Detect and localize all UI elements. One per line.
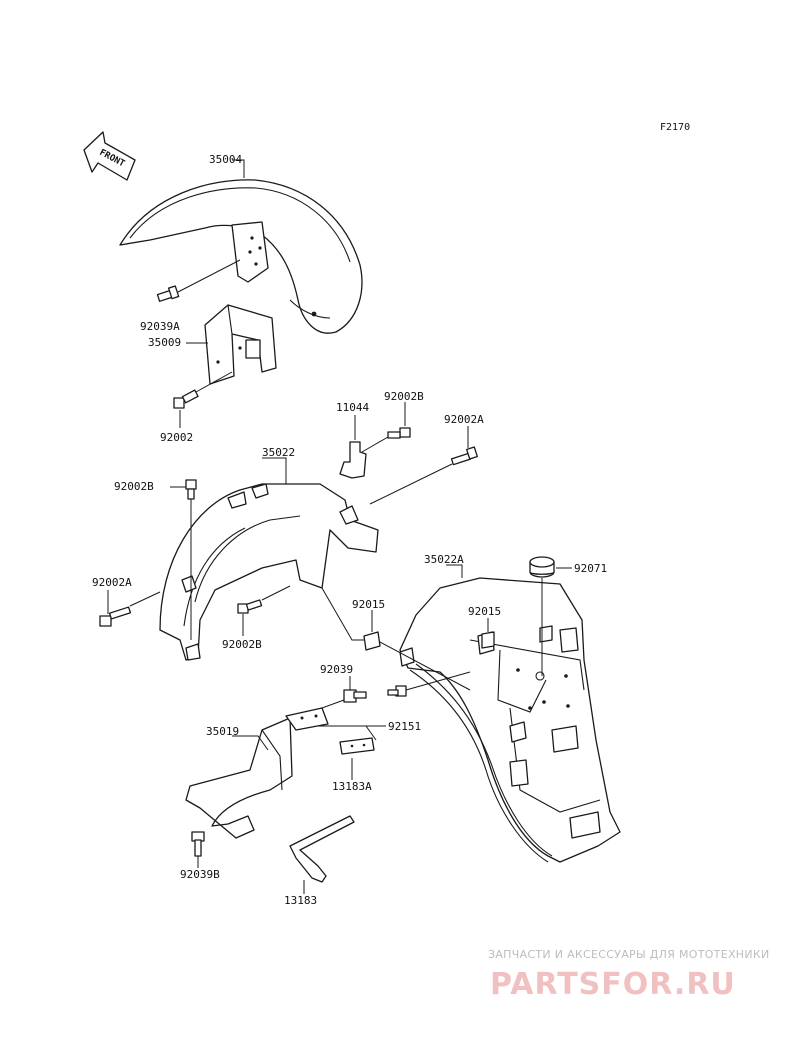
- label-35009: 35009: [148, 336, 181, 349]
- front-fender: [119, 179, 363, 334]
- label-13183A: 13183A: [332, 780, 372, 793]
- inner-fender-35022: [159, 483, 379, 661]
- bolt-92039: [343, 689, 367, 703]
- fender-stay-bracket: [204, 304, 277, 385]
- watermark-subtitle: ЗАПЧАСТИ И АКСЕССУАРЫ ДЛЯ МОТОТЕХНИКИ: [488, 948, 770, 961]
- diagram-code: F2170: [660, 122, 690, 133]
- label-92002A-left: 92002A: [92, 576, 132, 589]
- bolt-92002A-top: [450, 446, 478, 466]
- label-92015-right: 92015: [468, 605, 501, 618]
- bolt-92002B-mid: [237, 599, 263, 614]
- label-35022: 35022: [262, 446, 295, 459]
- label-35004: 35004: [209, 153, 242, 166]
- label-92002A-top: 92002A: [444, 413, 484, 426]
- label-35022A: 35022A: [424, 553, 464, 566]
- label-92002B-left: 92002B: [114, 480, 154, 493]
- label-92039A: 92039A: [140, 320, 180, 333]
- label-35019: 35019: [206, 725, 239, 738]
- label-92002B-top: 92002B: [384, 390, 424, 403]
- front-arrow-icon: FRONT: [83, 131, 136, 181]
- clip-92015-left: [363, 631, 381, 651]
- label-92151: 92151: [388, 720, 421, 733]
- watermark-logo: PARTSFOR.RU: [490, 967, 736, 1002]
- bolt-92151: [387, 685, 407, 697]
- label-13183: 13183: [284, 894, 317, 907]
- grommet-92071: [529, 556, 555, 578]
- bolt-92002A-left: [99, 606, 132, 627]
- clip-92015-right: [481, 631, 495, 649]
- label-92039: 92039: [320, 663, 353, 676]
- label-92015-left: 92015: [352, 598, 385, 611]
- bolt-92002B-left: [185, 479, 197, 500]
- bracket-11044: [339, 441, 367, 479]
- bracket-35019: [185, 707, 329, 839]
- leader-35004: [232, 159, 245, 178]
- label-92071: 92071: [574, 562, 607, 575]
- rear-fender-35022A: [399, 577, 621, 863]
- plate-13183A: [339, 737, 375, 755]
- bolt-92002B-top: [387, 427, 411, 439]
- strap-13183: [289, 815, 355, 883]
- label-92002B-mid: 92002B: [222, 638, 262, 651]
- bolt-92002: [173, 389, 199, 409]
- label-11044: 11044: [336, 401, 369, 414]
- label-92002: 92002: [160, 431, 193, 444]
- bolt-92039B: [191, 831, 205, 857]
- bolt-92039A: [156, 285, 180, 302]
- label-92039B: 92039B: [180, 868, 220, 881]
